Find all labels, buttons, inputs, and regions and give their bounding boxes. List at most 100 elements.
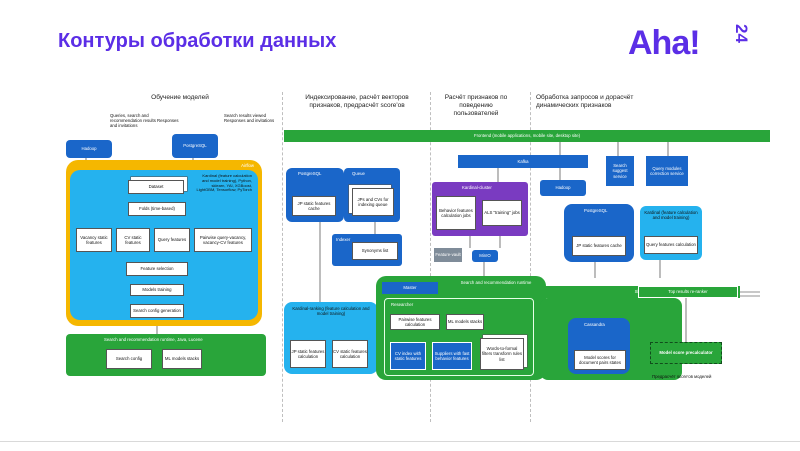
queries-hadoop-db: Hadoop [540, 180, 586, 196]
indexing-jp-cache-label: JP static features cache [297, 200, 331, 211]
master-bar: Master [382, 282, 438, 294]
training-ml-models-box: ML models stacks [162, 349, 202, 369]
jp-static-calc-box: JP static features calculation [290, 340, 326, 368]
dataset-box: Dataset [128, 180, 184, 194]
model-scores-label: Model scores for document pairs states [578, 354, 622, 365]
indexing-postgresql-label: PostgreSQL [298, 171, 322, 176]
query-modules-label: Query modules correction service [650, 165, 684, 176]
hadoop-db: Hadoop [66, 140, 112, 158]
behavior-calc-box: Behavior features calculation jobs [436, 196, 476, 230]
hadoop-label: Hadoop [81, 146, 97, 152]
models-training-box: Models training [130, 284, 184, 296]
section-training-header: Обучение моделей [151, 94, 209, 101]
queries-ml-models-label: ML models stacks [447, 319, 483, 325]
cv-index-label: CV index with static features [394, 350, 422, 361]
jp-static-calc-label: JP static features calculation [291, 348, 325, 359]
indexing-jp-cache-box: JP static features cache [292, 196, 336, 216]
separator-1 [282, 92, 283, 422]
cassandra-label: Cassandra [584, 322, 605, 327]
training-runtime-label: Search and recommendation runtime, Java,… [104, 337, 203, 342]
precalculator-label: Model score precalculator [659, 350, 713, 356]
folds-label: Folds (time-based) [139, 206, 175, 212]
kardinal-cluster-label: Kardinal-cluster [462, 185, 492, 190]
search-config-label: Search config [115, 356, 143, 362]
queries-ml-models-box: ML models stacks [446, 314, 484, 330]
models-training-label: Models training [142, 287, 172, 293]
cv-static-calc-label: CV static features calculation [333, 348, 367, 359]
separator-3 [530, 92, 531, 422]
logo-year: 24 [732, 24, 751, 43]
synonyms-label: Synonyms list [361, 248, 389, 254]
feature-selection-box: Feature selection [126, 262, 188, 276]
frontend-label: Frontend (mobile applications, mobile si… [473, 133, 581, 139]
researcher-label: Researcher [391, 302, 414, 307]
cv-features-box: CV static features [116, 228, 150, 252]
jp-cv-indexing-box: JPs and CVs for indexing queue [352, 188, 394, 216]
kardinal-training-label: Kardinal (feature calculation and model … [196, 173, 252, 193]
synonyms-box: Synonyms list [352, 242, 398, 260]
pairwise-box: Pairwise features calculation [390, 314, 440, 330]
section-behavior-header: Расчёт признаков по поведению пользовате… [444, 94, 508, 118]
kafka-label: Kafka [517, 158, 529, 164]
pairwise-label: Pairwise features calculation [398, 316, 432, 327]
search-config-box: Search config [106, 349, 152, 369]
aha-logo: Aha! 24 [628, 24, 768, 68]
folds-box: Folds (time-based) [128, 202, 186, 216]
kardinal-feature-label: Kardinal (feature calculation and model … [644, 210, 698, 221]
dataset-label: Dataset [148, 184, 164, 190]
kardinal-ranking-label: Kardinal-ranking (feature calculation an… [292, 306, 370, 317]
precalc-note: Предрасчёт score'ов моделей [652, 374, 712, 379]
queries-note: Queries, search and recommendation resul… [110, 113, 179, 129]
search-suggest-box: Search suggest service [606, 156, 634, 186]
search-config-generation-box: Search config generation [130, 304, 184, 318]
query-features-label: Query features [157, 237, 187, 243]
postgresql-label: PostgreSQL [183, 143, 207, 149]
jp-cv-indexing-label: JPs and CVs for indexing queue [357, 196, 389, 207]
wordsforms-box: Words-to-formal filters transform rules … [480, 338, 524, 370]
airflow-label: Airflow [241, 163, 254, 168]
postgresql-db: PostgreSQL [172, 134, 218, 158]
cv-static-calc-box: CV static features calculation [332, 340, 368, 368]
queue-label: Queue [352, 171, 365, 176]
training-ml-models-label: ML models stacks [164, 356, 200, 362]
queries-postgresql-label: PostgreSQL [584, 208, 608, 213]
query-modules-box: Query modules correction service [646, 156, 688, 186]
pairwise-features-box: Pairwise query-vacancy, vacancy-CV featu… [194, 228, 252, 252]
search-suggest-label: Search suggest service [612, 163, 628, 179]
model-scores-box: Model scores for document pairs states [574, 350, 626, 370]
cv-index-box: CV index with static features [390, 342, 426, 370]
queries-hadoop-label: Hadoop [555, 185, 571, 191]
queries-jp-cache-label: JP static features cache [576, 243, 622, 249]
als-jobs-label: ALS "training" jobs [484, 210, 520, 216]
page-title: Контуры обработки данных [58, 30, 337, 52]
feature-vault-label: Feature-vault [435, 252, 461, 258]
vacancy-features-label: Vacancy static features [80, 234, 108, 245]
runtime-label: Search and recommendation runtime [460, 280, 532, 285]
query-features-box: Query features [154, 228, 190, 252]
query-features-calc-label: Query features calculation [646, 242, 696, 248]
feature-vault-box: Feature-vault [434, 248, 462, 262]
minio-label: MinIO [479, 253, 491, 259]
cv-features-label: CV static features [124, 234, 142, 245]
queries-jp-cache-box: JP static features cache [572, 236, 626, 256]
als-jobs-box: ALS "training" jobs [482, 200, 522, 226]
query-features-calc-box: Query features calculation [644, 236, 698, 254]
frontend-bar: Frontend (mobile applications, mobile si… [284, 130, 770, 142]
top-results-label: Top results re-ranker [668, 289, 708, 295]
suppliers-box: Suppliers with fast behavior features [432, 342, 472, 370]
section-indexing-header: Индексирование, расчёт векторов признако… [305, 94, 409, 110]
vacancy-features-box: Vacancy static features [76, 228, 112, 252]
search-results-note: Search results viewed Responses and invi… [224, 113, 275, 124]
indexer-label: Indexer [336, 237, 351, 242]
logo-text: Aha! [628, 24, 701, 62]
pairwise-features-label: Pairwise query-vacancy, vacancy-CV featu… [199, 234, 247, 245]
section-queries-header: Обработка запросов и дорасчёт динамическ… [536, 94, 634, 110]
training-runtime-container: Search and recommendation runtime, Java,… [66, 334, 266, 376]
behavior-calc-label: Behavior features calculation jobs [439, 207, 473, 218]
top-results-bar: Top results re-ranker [638, 286, 738, 298]
kafka-bar: Kafka [458, 155, 588, 168]
master-label: Master [403, 285, 417, 291]
precalculator-box: Model score precalculator [650, 342, 722, 364]
bottom-divider [0, 441, 800, 442]
wordsforms-label: Words-to-formal filters transform rules … [481, 346, 523, 362]
